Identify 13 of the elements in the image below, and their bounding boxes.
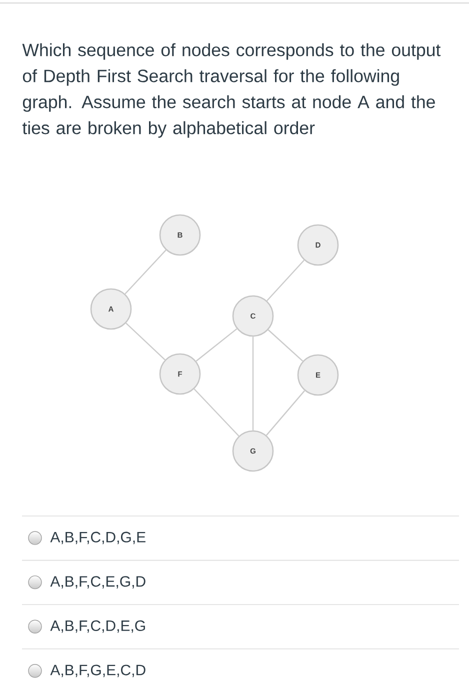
question-text: Which sequence of nodes corresponds to the output of Depth First Search traversal for the following graph. Assume the search starts at node A and the ties are broken by alphabetical order bbox=[22, 43, 441, 138]
option-text: A,B,F,C,D,E,G bbox=[50, 620, 145, 633]
edge-line bbox=[126, 322, 166, 360]
edge-line bbox=[196, 328, 238, 362]
edge-line bbox=[268, 329, 304, 362]
option-text: A,B,F,C,D,G,E bbox=[50, 532, 146, 544]
option-text: A,B,F,G,E,C,D bbox=[50, 664, 146, 678]
option-text: A,B,F,C,E,G,D bbox=[50, 576, 146, 588]
edge-line bbox=[124, 250, 166, 294]
edge-line bbox=[266, 390, 306, 436]
edge-line bbox=[252, 336, 254, 430]
edge-line bbox=[194, 388, 240, 436]
edge-line bbox=[266, 260, 304, 302]
